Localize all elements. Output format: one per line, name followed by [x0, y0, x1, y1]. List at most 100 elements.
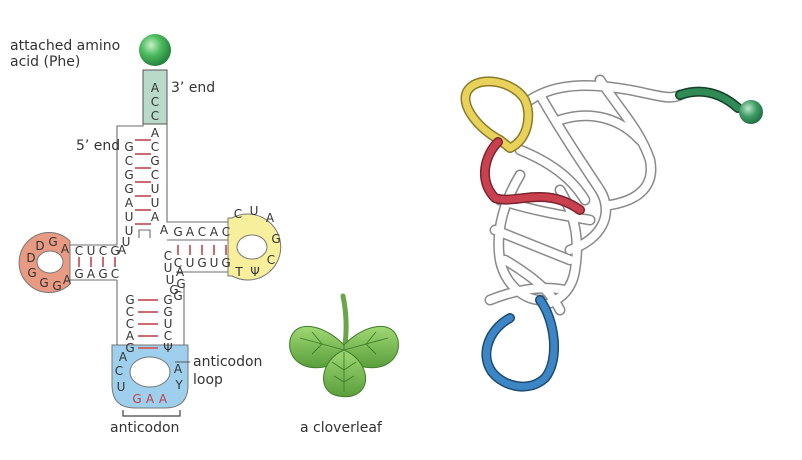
base: C	[151, 109, 159, 123]
base: A	[176, 265, 185, 279]
base: A	[87, 267, 96, 281]
base: G	[163, 305, 172, 319]
base: U	[210, 256, 219, 270]
base: Y	[174, 378, 183, 392]
base: U	[250, 204, 259, 218]
base: U	[151, 196, 160, 210]
ribbon-blue	[482, 296, 558, 391]
backbone-outline	[70, 124, 228, 345]
base: G	[124, 182, 133, 196]
base: G	[52, 279, 61, 293]
five-prime-end-label: 5’ end	[76, 138, 120, 154]
base: A	[126, 329, 135, 343]
base: G	[221, 256, 230, 270]
base: G	[48, 235, 57, 249]
base: C	[222, 225, 230, 239]
base: A	[61, 242, 70, 256]
base: G	[176, 277, 185, 291]
base: G	[197, 256, 206, 270]
base: Ψ	[163, 341, 172, 355]
base: A	[119, 350, 128, 364]
base: C	[115, 364, 123, 378]
base: C	[267, 253, 275, 267]
three-leaf-clover-icon	[289, 293, 399, 398]
d-loop-hole	[36, 250, 64, 274]
base: G	[125, 293, 134, 307]
base: U	[164, 317, 173, 331]
acceptor-5-bases: G C G G A U U U A	[118, 140, 134, 257]
three-prime-end-label: 3’ end	[171, 80, 215, 96]
cloverleaf-structure: A C C A C G C U U A A G C G G A U U U A …	[10, 34, 282, 436]
ribbon-red	[481, 138, 584, 214]
base: A	[118, 243, 127, 257]
anticodon-base: A	[146, 392, 155, 406]
base: G	[173, 289, 182, 303]
anticodon-base: G	[132, 392, 141, 406]
amino-acid-label-line2: acid (Phe)	[10, 54, 80, 70]
base: G	[173, 225, 182, 239]
base: G	[271, 232, 280, 246]
base: C	[234, 207, 242, 221]
d-arm-bases: C U C G G A G C A G D D G G G A	[26, 235, 119, 293]
anticodon-loop-bases: A C U A Y G A A	[115, 350, 184, 406]
trna-3d-ribbon	[460, 74, 743, 392]
t-loop-hole	[236, 234, 268, 260]
base: A	[160, 223, 169, 237]
anticodon-label: anticodon	[110, 420, 179, 436]
ribbon-amino-acid-sphere-icon	[739, 100, 763, 124]
anticodon-stem-bases: G C C A G G G U C Ψ	[125, 293, 172, 355]
base: A	[63, 273, 72, 287]
variable-loop-bases: C U U G A G G	[164, 249, 186, 303]
base: C	[174, 256, 182, 270]
base: C	[75, 244, 83, 258]
base: A	[210, 225, 219, 239]
base: G	[125, 341, 134, 355]
anticodon-loop-label-line2: loop	[193, 372, 223, 388]
base: C	[111, 267, 119, 281]
base: C	[164, 329, 172, 343]
base: D	[26, 251, 35, 265]
base: U	[125, 210, 134, 224]
base: C	[126, 305, 134, 319]
base: D	[35, 239, 44, 253]
base: U	[87, 244, 96, 258]
base: A	[151, 126, 160, 140]
anticodon-base: A	[159, 392, 168, 406]
cloverleaf-label: a cloverleaf	[300, 420, 383, 436]
base: T	[234, 265, 243, 279]
base: C	[151, 168, 159, 182]
base: U	[166, 273, 175, 287]
base: G	[124, 168, 133, 182]
base: A	[151, 210, 160, 224]
base: A	[174, 362, 183, 376]
anticodon-loop-label-line1: anticodon	[193, 354, 262, 370]
base: U	[164, 261, 173, 275]
base: A	[266, 211, 275, 225]
base: C	[151, 140, 159, 154]
amino-acid-sphere-icon	[139, 34, 171, 66]
amino-acid-label-line1: attached amino	[10, 38, 120, 54]
base: G	[163, 293, 172, 307]
base: U	[122, 235, 131, 249]
base: G	[98, 267, 107, 281]
base: G	[150, 154, 159, 168]
base: A	[151, 81, 160, 95]
base: G	[74, 267, 83, 281]
acceptor-3-bases: A C C A C G C U U A A	[150, 81, 169, 237]
base: U	[117, 380, 126, 394]
base: G	[27, 266, 36, 280]
ribbon-yellow	[462, 77, 532, 152]
base: C	[164, 249, 172, 263]
base: G	[39, 276, 48, 290]
t-arm-bases: G A C A C C U G U G C U A G C Ψ T	[173, 204, 280, 279]
base: A	[125, 196, 134, 210]
base: U	[186, 256, 195, 270]
anticodon-loop-hole	[129, 356, 171, 388]
base: U	[125, 224, 134, 238]
base: C	[198, 225, 206, 239]
base-pair-lines	[78, 139, 227, 349]
base: C	[125, 154, 133, 168]
base: C	[151, 95, 159, 109]
